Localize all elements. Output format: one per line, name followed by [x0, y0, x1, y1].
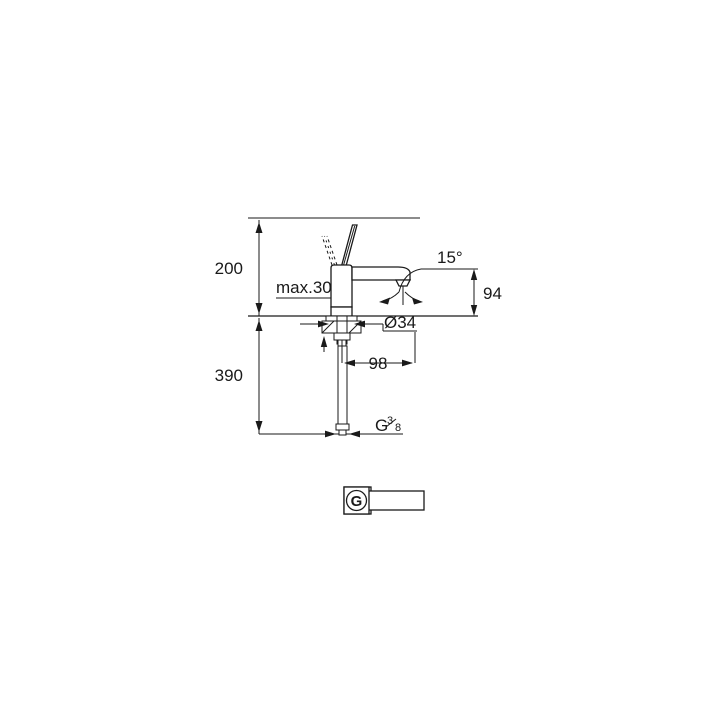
logo-circle — [345, 489, 368, 512]
counter-thickness-indicator — [320, 336, 328, 352]
dimension-98: 98 — [341, 332, 416, 373]
arrow-down-icon — [255, 320, 263, 331]
arrow-left-icon — [325, 430, 336, 438]
arrow-down-icon — [255, 222, 263, 233]
arrow-up-icon — [255, 303, 263, 314]
faucet-body — [321, 224, 412, 317]
faucet-base-collar — [330, 306, 353, 317]
arrow-right-icon — [402, 359, 413, 367]
grohe-logo-icon: G — [343, 486, 425, 515]
mounting-assembly — [321, 315, 362, 347]
dimension-label-thread-denominator: 8 — [395, 422, 401, 434]
arrow-right-icon — [354, 320, 365, 328]
arrow-right-icon — [349, 430, 360, 438]
lever-phantom-position-icon — [321, 235, 338, 266]
dimension-label-max30: max.30 — [276, 278, 332, 297]
angle-leader-curve — [398, 268, 422, 293]
arrow-left-icon — [379, 297, 390, 305]
arrow-right-icon — [412, 297, 423, 305]
dimension-diameter-34: Ø34 — [300, 313, 417, 332]
hose-thread-tail — [338, 429, 347, 436]
spout-aerator — [394, 279, 412, 287]
dimension-94: 94 — [470, 268, 502, 316]
dimension-label-d34: Ø34 — [384, 313, 416, 332]
logo-bar — [366, 490, 425, 511]
faucet-housing — [330, 264, 353, 308]
dimension-label-thread-letter: G — [375, 416, 388, 435]
dimension-label-390: 390 — [215, 366, 243, 385]
sealing-washer — [325, 315, 358, 322]
arrow-down-icon — [470, 269, 478, 280]
dimension-label-98: 98 — [369, 354, 388, 373]
mounting-nut — [333, 332, 351, 341]
dimension-label-thread-numerator: 3 — [387, 415, 393, 427]
dimension-label-94: 94 — [483, 284, 502, 303]
dimension-thread-g38: G 3 8 — [325, 415, 403, 438]
arrow-left-icon — [318, 320, 329, 328]
dimension-swivel-15deg: 15° — [379, 248, 470, 305]
faucet-spout — [351, 266, 411, 281]
lever-handle — [340, 224, 358, 269]
dimension-label-200: 200 — [215, 259, 243, 278]
arrow-up-icon — [320, 336, 328, 347]
bracket-hatch — [321, 320, 335, 334]
arrow-up-icon — [255, 421, 263, 432]
dimension-label-15deg: 15° — [437, 248, 463, 267]
hose-end-fitting — [335, 423, 350, 431]
flexible-hose — [335, 345, 350, 436]
logo-letter-g: G — [351, 493, 363, 510]
dimension-200: 200 — [215, 217, 420, 316]
arrow-up-icon — [470, 305, 478, 316]
dimension-390: 390 — [215, 318, 360, 435]
arrow-left-icon — [344, 359, 355, 367]
fraction-slash — [385, 418, 397, 428]
